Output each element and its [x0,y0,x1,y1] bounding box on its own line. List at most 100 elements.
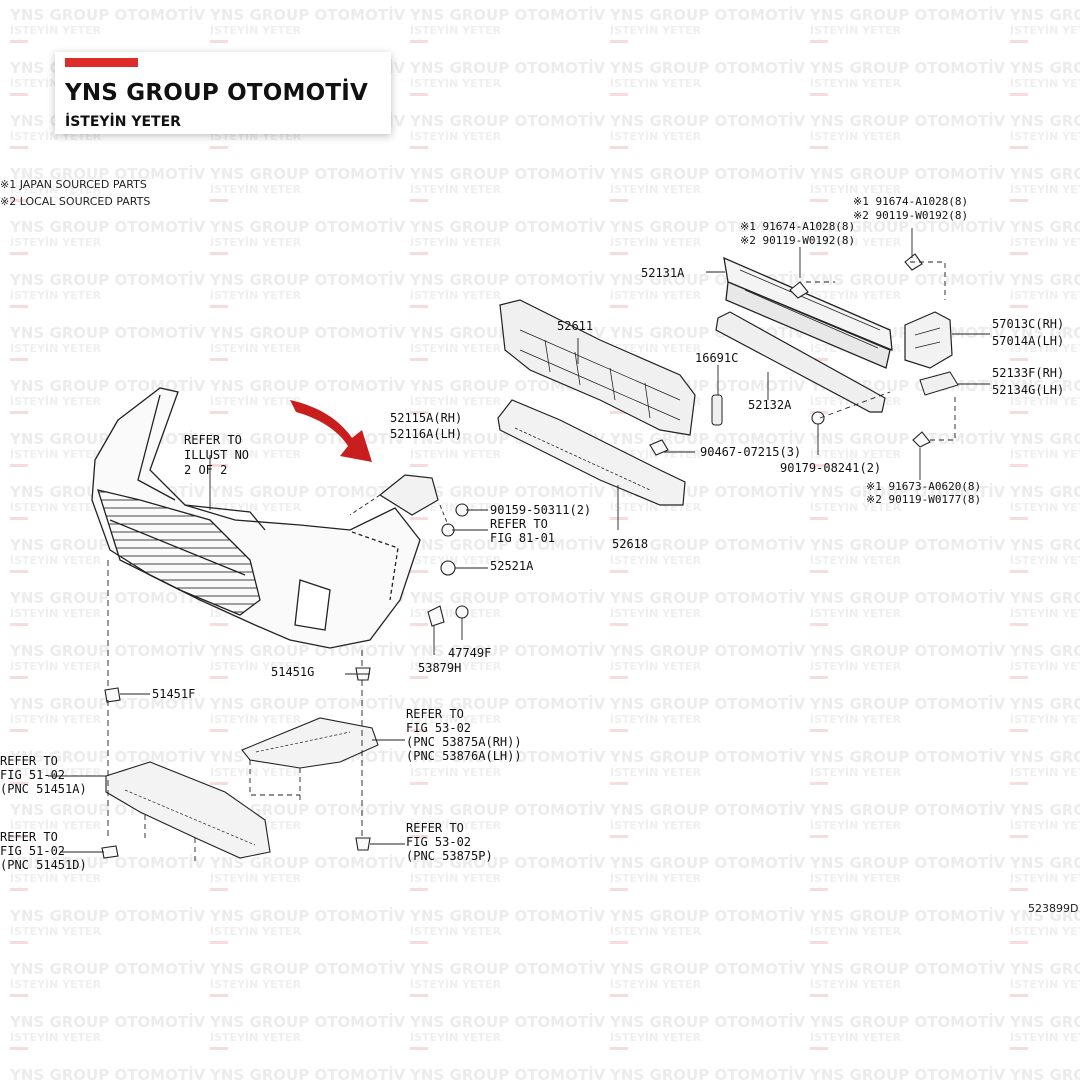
leader-lines [48,228,990,865]
watermark-line2: İSTEYİN YETER [810,766,902,779]
label-refer-53p-2: FIG 53-02 [406,835,471,849]
watermark-bar [410,782,428,785]
under-cover-lower [105,761,271,859]
under-cover-center [241,717,379,769]
watermark-bar [410,835,428,838]
watermark-line2: İSTEYİN YETER [210,183,302,196]
watermark-line2: İSTEYİN YETER [610,978,702,991]
watermark-line1: YNS GROUP OTOMOTİV [10,960,206,978]
watermark-bar [10,835,28,838]
watermark-bar [210,40,228,43]
label-refer-53a-3: (PNC 53875A(RH)) [406,735,522,749]
watermark-line1: YNS GROUP OTOMOTİV [610,642,806,660]
watermark-bar [810,941,828,944]
label-refer-illust-2: ILLUST NO [184,448,249,462]
watermark-bar [1010,835,1028,838]
watermark-line2: İSTEYİN YETER [210,236,302,249]
watermark-line1: YNS GROUP OTOMOTİV [1010,589,1080,607]
watermark-bar [210,941,228,944]
watermark-line2: İSTEYİN YETER [410,819,502,832]
watermark-line2: İSTEYİN YETER [10,819,102,832]
watermark-line1: YNS GROUP OTOMOTİV [210,165,406,183]
watermark-line1: YNS GROUP OTOMOTİV [810,1066,1006,1080]
watermark-bar [410,464,428,467]
brand-card: YNS GROUP OTOMOTİV İSTEYİN YETER [55,52,391,134]
watermark-line1: YNS GROUP OTOMOTİV [210,907,406,925]
watermark-line1: YNS GROUP OTOMOTİV [610,1013,806,1031]
watermark-bar [210,729,228,732]
label-refer-53a-1: REFER TO [406,707,464,721]
watermark-bar [810,40,828,43]
label-refer-51d-2: FIG 51-02 [0,844,65,858]
label-90467: 90467-07215(3) [700,445,801,459]
watermark-bar [810,146,828,149]
watermark-line2: İSTEYİN YETER [610,236,702,249]
watermark-bar [410,941,428,944]
label-90179: 90179-08241(2) [780,461,881,475]
watermark-bar [610,411,628,414]
watermark-bar [610,835,628,838]
watermark-line2: İSTEYİN YETER [810,607,902,620]
watermark-line1: YNS GROUP OTOMOTİV [1010,165,1080,183]
watermark-line2: İSTEYİN YETER [810,660,902,673]
watermark-line2: İSTEYİN YETER [810,713,902,726]
watermark-line2: İSTEYİN YETER [210,395,302,408]
watermark-line2: İSTEYİN YETER [810,183,902,196]
watermark-bar [610,729,628,732]
watermark-bar [410,305,428,308]
watermark-line2: İSTEYİN YETER [210,448,302,461]
watermark-line2: İSTEYİN YETER [610,607,702,620]
label-refer-51a-1: REFER TO [0,754,58,768]
watermark-line2: İSTEYİN YETER [210,766,302,779]
watermark-bar [410,40,428,43]
watermark-bar [610,305,628,308]
watermark-line1: YNS GROUP OTOMOTİV [610,854,806,872]
part-16691c [711,394,723,426]
watermark-line2: İSTEYİN YETER [410,289,502,302]
watermark-line1: YNS GROUP OTOMOTİV [610,165,806,183]
watermark-line1: YNS GROUP OTOMOTİV [810,59,1006,77]
label-16691c: 16691C [695,351,738,365]
watermark-bar [10,517,28,520]
watermark-line1: YNS GROUP OTOMOTİV [1010,854,1080,872]
watermark-line1: YNS GROUP OTOMOTİV [610,801,806,819]
watermark-line2: İSTEYİN YETER [410,766,502,779]
watermark-bar [410,93,428,96]
watermark-line2: İSTEYİN YETER [610,819,702,832]
watermark-line2: İSTEYİN YETER [10,448,102,461]
watermark-bar [410,1047,428,1050]
watermark-line1: YNS GROUP OTOMOTİV [10,271,206,289]
watermark-bar [610,199,628,202]
watermark-line1: YNS GROUP OTOMOTİV [10,218,206,236]
watermark-bar [210,358,228,361]
label-refer-53a-2: FIG 53-02 [406,721,471,735]
watermark-line2: İSTEYİN YETER [810,554,902,567]
watermark-line2: İSTEYİN YETER [410,342,502,355]
watermark-line2: İSTEYİN YETER [810,289,902,302]
side-retainer [378,474,439,516]
watermark-bar [210,146,228,149]
lower-absorber [497,399,686,506]
watermark-line1: YNS GROUP OTOMOTİV [210,483,406,501]
diagram-code: 523899D [1028,902,1079,915]
watermark-line2: İSTEYİN YETER [810,448,902,461]
